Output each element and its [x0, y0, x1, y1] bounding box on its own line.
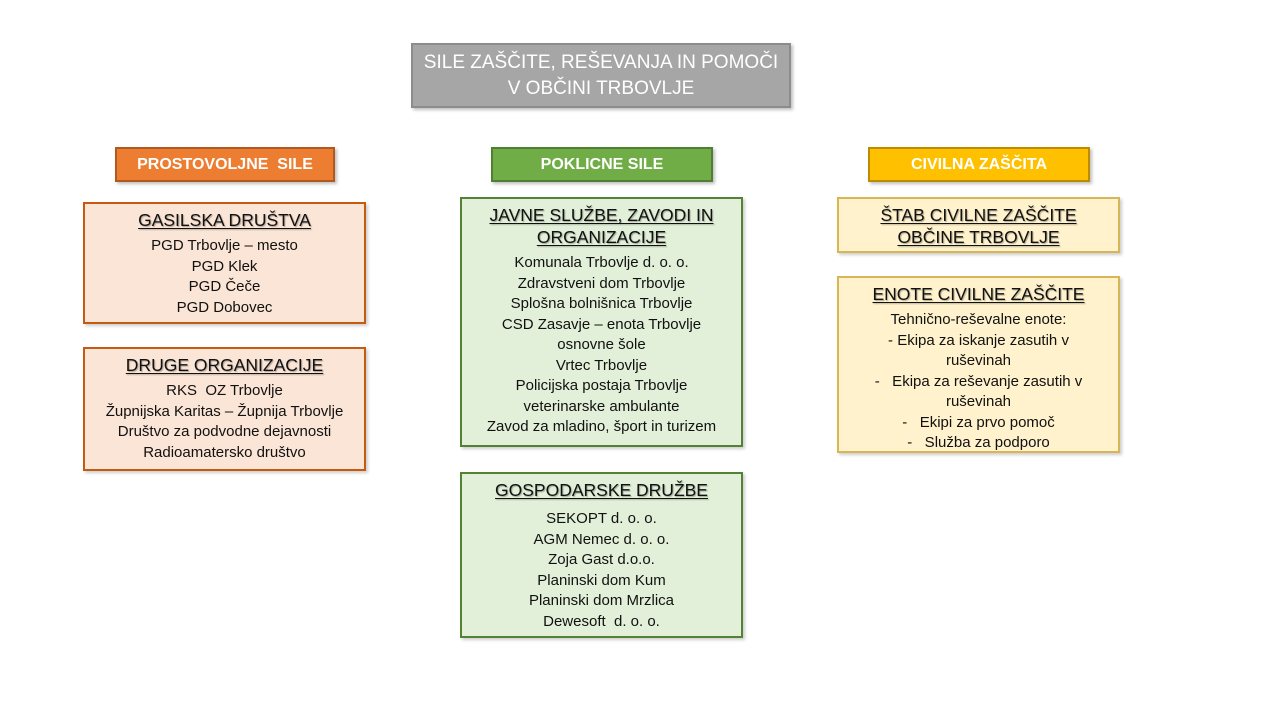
list-item: RKS OZ Trbovlje	[166, 382, 283, 399]
list-item: CSD Zasavje – enota Trbovlje	[501, 315, 702, 333]
list-item: AGM Nemec d. o. o.	[533, 530, 670, 548]
list-item: Zoja Gast d.o.o.	[548, 551, 655, 568]
list-item: Zdravstveni dom Trbovlje	[517, 274, 686, 292]
list-item: osnovne šole	[557, 336, 646, 353]
box-civil-protection-staff-title-line1: ŠTAB CIVILNE ZAŠČITE	[880, 205, 1077, 225]
list-item: Policijska postaja Trbovlje	[515, 377, 688, 394]
box-companies-list: SEKOPT d. o. o. AGM Nemec d. o. o. Zoja …	[529, 509, 674, 632]
category-civil-protection: CIVILNA ZAŠČITA	[868, 147, 1090, 182]
box-other-organizations: DRUGE ORGANIZACIJE RKS OZ Trbovlje Župni…	[83, 347, 366, 471]
list-item: - Služba za podporo	[907, 434, 1050, 451]
box-fire-brigades: GASILSKA DRUŠTVA PGD Trbovlje – mesto PG…	[83, 202, 366, 324]
diagram-title: SILE ZAŠČITE, REŠEVANJA IN POMOČI V OBČI…	[411, 43, 791, 108]
list-item: Komunala Trbovlje d. o. o.	[514, 254, 689, 271]
list-item: PGD Čeče	[188, 278, 261, 295]
box-civil-protection-staff-title-line2: OBČINE TRBOVLJE	[897, 227, 1060, 247]
box-public-services: JAVNE SLUŽBE, ZAVODI IN ORGANIZACIJE Kom…	[460, 197, 743, 447]
list-item: PGD Trbovlje – mesto	[151, 237, 298, 254]
box-civil-protection-units-title: ENOTE CIVILNE ZAŠČITE	[872, 284, 1085, 304]
list-item: PGD Dobovec	[176, 298, 273, 316]
box-civil-protection-units-list: Tehnično-reševalne enote: - Ekipa za isk…	[875, 310, 1083, 454]
box-civil-protection-staff: ŠTAB CIVILNE ZAŠČITE OBČINE TRBOVLJE	[837, 197, 1120, 253]
list-item: SEKOPT d. o. o.	[546, 510, 657, 527]
category-professional-label: POKLICNE SILE	[540, 155, 664, 173]
list-item: Zavod za mladino, šport in turizem	[486, 418, 717, 435]
box-civil-protection-staff-title: ŠTAB CIVILNE ZAŠČITE OBČINE TRBOVLJE	[880, 204, 1076, 248]
list-item: - Ekipa za reševanje zasutih v	[874, 372, 1083, 390]
list-item: Splošna bolnišnica Trbovlje	[510, 295, 693, 312]
box-public-services-title-line1: JAVNE SLUŽBE, ZAVODI IN	[489, 205, 714, 225]
box-civil-protection-units: ENOTE CIVILNE ZAŠČITE Tehnično-reševalne…	[837, 276, 1120, 453]
list-item: Radioamatersko društvo	[143, 443, 306, 461]
box-companies: GOSPODARSKE DRUŽBE SEKOPT d. o. o. AGM N…	[460, 472, 743, 638]
category-volunteer-label: PROSTOVOLJNE SILE	[137, 155, 313, 173]
box-fire-brigades-title: GASILSKA DRUŠTVA	[138, 210, 311, 230]
box-public-services-list: Komunala Trbovlje d. o. o. Zdravstveni d…	[487, 253, 716, 438]
list-item: ruševinah	[945, 393, 1012, 410]
list-item: Vrtec Trbovlje	[555, 356, 648, 374]
box-other-organizations-title: DRUGE ORGANIZACIJE	[125, 355, 324, 375]
list-item: Župnijska Karitas – Župnija Trbovlje	[105, 402, 344, 420]
list-item: Tehnično-reševalne enote:	[890, 311, 1067, 328]
list-item: PGD Klek	[191, 257, 258, 275]
list-item: Planinski dom Mrzlica	[528, 592, 675, 609]
list-item: Planinski dom Kum	[537, 571, 666, 589]
list-item: Društvo za podvodne dejavnosti	[117, 423, 332, 440]
box-fire-brigades-list: PGD Trbovlje – mesto PGD Klek PGD Čeče P…	[151, 236, 298, 318]
category-professional-forces: POKLICNE SILE	[491, 147, 713, 182]
category-civil-label: CIVILNA ZAŠČITA	[911, 155, 1047, 173]
box-public-services-title-line2: ORGANIZACIJE	[536, 227, 667, 247]
box-companies-title: GOSPODARSKE DRUŽBE	[495, 480, 708, 500]
box-other-organizations-list: RKS OZ Trbovlje Župnijska Karitas – Župn…	[106, 381, 344, 463]
category-volunteer-forces: PROSTOVOLJNE SILE	[115, 147, 335, 182]
list-item: veterinarske ambulante	[523, 397, 680, 415]
diagram-title-line2: V OBČINI TRBOVLJE	[507, 77, 695, 99]
list-item: Dewesoft d. o. o.	[543, 612, 660, 630]
box-public-services-title: JAVNE SLUŽBE, ZAVODI IN ORGANIZACIJE	[490, 204, 714, 248]
list-item: - Ekipa za iskanje zasutih v	[888, 331, 1069, 349]
list-item: ruševinah	[945, 352, 1012, 369]
diagram-title-line1: SILE ZAŠČITE, REŠEVANJA IN POMOČI	[423, 51, 779, 73]
list-item: - Ekipi za prvo pomoč	[902, 413, 1055, 431]
